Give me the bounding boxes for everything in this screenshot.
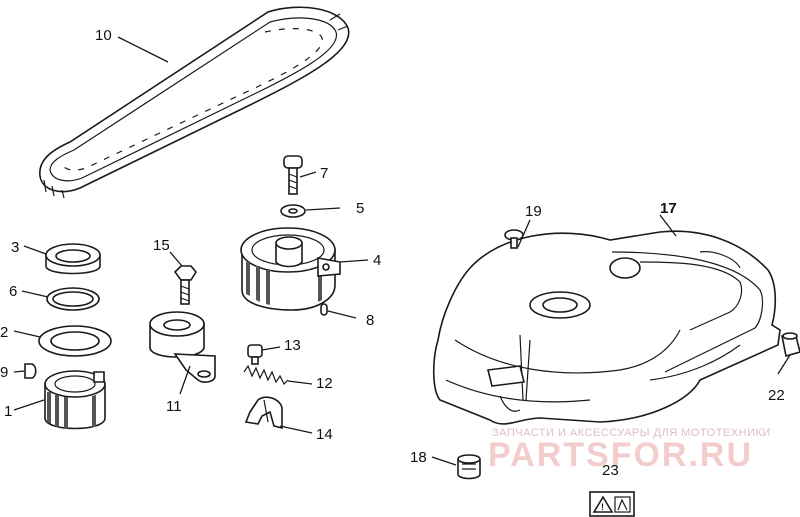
washer-part-2	[38, 325, 112, 357]
callout-8: 8	[366, 312, 374, 329]
callout-13: 13	[284, 337, 301, 354]
seal-part-3	[45, 243, 101, 275]
callout-6: 6	[9, 283, 17, 300]
callout-19: 19	[525, 203, 542, 220]
pin-part-8	[320, 303, 328, 316]
callout-23: 23	[602, 462, 619, 479]
key-part-9	[24, 363, 37, 379]
watermark-brand: PARTSFOR.RU	[488, 436, 753, 474]
bolt-part-7	[283, 155, 303, 195]
timing-cover-part-17	[432, 230, 781, 425]
svg-text:!: !	[601, 502, 604, 512]
callout-5: 5	[356, 200, 364, 217]
plug-part-13	[247, 344, 263, 365]
bolt-part-15	[173, 265, 197, 305]
grommet-part-22	[781, 332, 800, 358]
spring-part-12	[243, 364, 289, 386]
callout-1: 1	[4, 403, 12, 420]
callout-9: 9	[0, 364, 8, 381]
washer-part-5	[280, 204, 306, 218]
tensioner-pulley-part-4	[240, 227, 341, 311]
tensioner-arm-part-11	[149, 311, 216, 383]
callout-22: 22	[768, 387, 785, 404]
callout-10: 10	[95, 27, 112, 44]
callout-12: 12	[316, 375, 333, 392]
sprocket-part-1	[44, 370, 106, 430]
callout-labels: 10 7 5 4 8 3 6 2 9 1 15 11 13 12 14 19 1…	[0, 27, 785, 479]
callout-18: 18	[410, 449, 427, 466]
callout-2: 2	[0, 324, 8, 341]
callout-14: 14	[316, 426, 333, 443]
callout-7: 7	[320, 165, 328, 182]
o-ring-part-6	[46, 287, 100, 311]
callout-17: 17	[660, 200, 677, 217]
nut-part-18	[457, 454, 481, 480]
callout-4: 4	[373, 252, 381, 269]
bracket-part-14	[244, 396, 283, 430]
timing-belt	[39, 6, 350, 199]
callout-11: 11	[166, 398, 182, 415]
callout-15: 15	[153, 237, 170, 254]
leader-lines	[13, 36, 791, 466]
callout-3: 3	[11, 239, 19, 256]
watermark: ЗАПЧАСТИ И АКСЕССУАРЫ ДЛЯ МОТОТЕХНИКИ PA…	[488, 427, 771, 474]
warning-label-part-23: !	[589, 491, 635, 517]
watermark-tagline: ЗАПЧАСТИ И АКСЕССУАРЫ ДЛЯ МОТОТЕХНИКИ	[492, 427, 771, 439]
